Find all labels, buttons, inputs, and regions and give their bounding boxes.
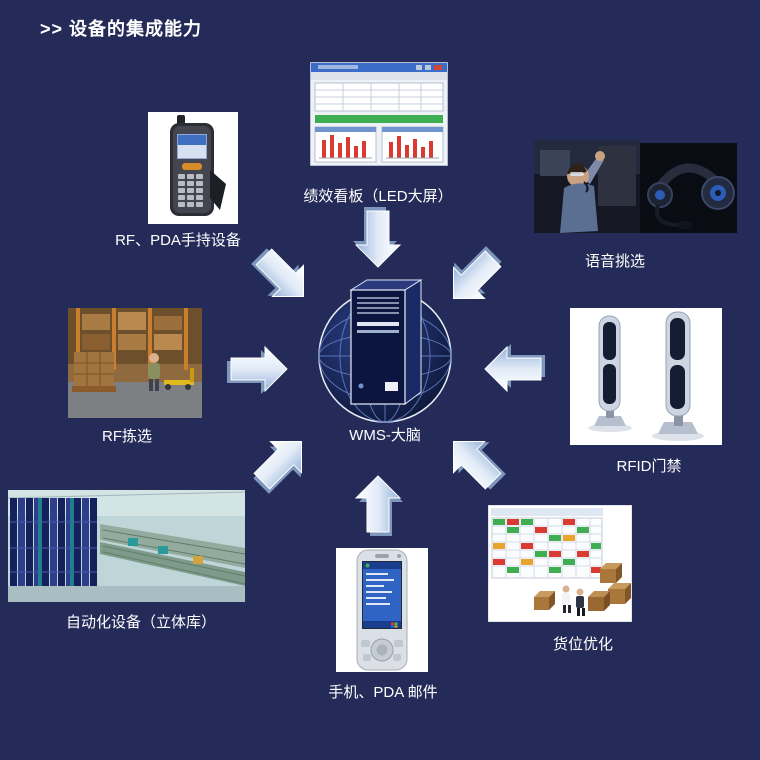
node-label-voice-picking: 语音挑选 <box>584 253 646 270</box>
arrow-icon-bottom-left <box>239 420 322 503</box>
led-dashboard-window-image <box>310 62 448 166</box>
center-label: WMS-大脑 <box>349 427 421 444</box>
node-label-rf-picking: RF拣选 <box>102 428 152 445</box>
automated-warehouse-image <box>8 490 245 602</box>
arrow-icon-bottom <box>352 472 404 538</box>
page-title: >> 设备的集成能力 <box>40 19 203 39</box>
globe-server-icon <box>318 279 452 423</box>
arrow-icon-right <box>481 343 547 395</box>
handheld-scanner-image <box>148 112 238 224</box>
node-label-slotting-optimization: 货位优化 <box>552 636 614 653</box>
arrow-icon-top-left <box>241 234 324 317</box>
server-tower-icon <box>349 279 423 405</box>
voice-headset-photo <box>640 143 737 233</box>
arrow-icon-bottom-right <box>432 420 515 503</box>
node-label-rfid-access: RFID门禁 <box>616 458 682 475</box>
slotting-optimization-image <box>488 505 632 622</box>
wms-hub <box>303 276 467 428</box>
node-label-mobile-pda-mail: 手机、PDA 邮件 <box>328 684 438 701</box>
voice-picking-worker-photo <box>534 140 640 233</box>
rfid-gate-image <box>570 308 722 445</box>
node-label-automated-warehouse: 自动化设备（立体库） <box>65 614 217 631</box>
node-label-rf-pda-handheld: RF、PDA手持设备 <box>115 232 241 249</box>
node-label-performance-dashboard: 绩效看板（LED大屏） <box>303 188 453 205</box>
arrow-icon-top-right <box>432 236 515 319</box>
arrow-icon-top <box>352 205 404 271</box>
arrow-icon-left <box>225 343 291 395</box>
pda-phone-image <box>336 548 428 672</box>
rf-picking-warehouse-photo <box>68 308 202 418</box>
